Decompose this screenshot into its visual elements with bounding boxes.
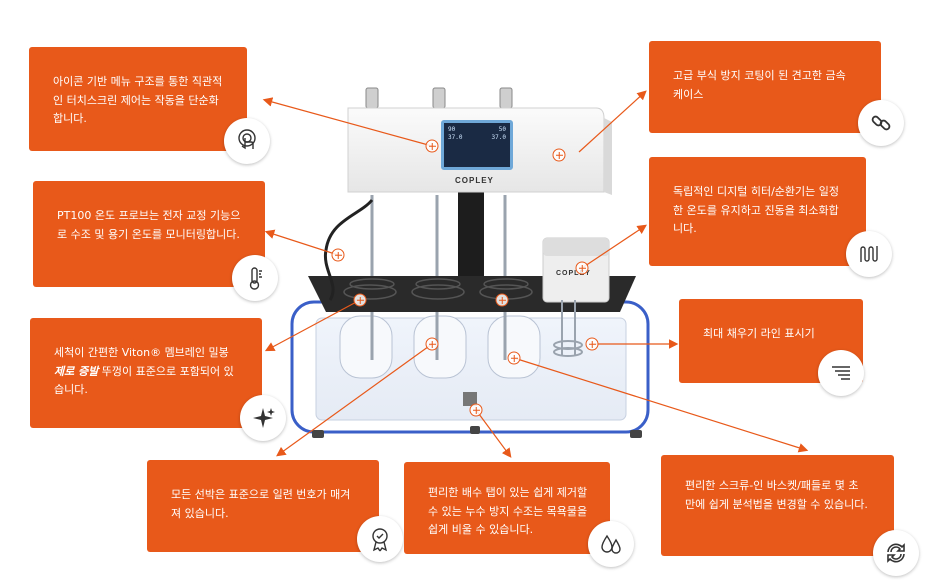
drive-column (458, 190, 484, 290)
heater-coil-icon (846, 231, 892, 277)
callout-serial: 모든 선박은 표준으로 일련 번호가 매겨져 있습니다. (147, 460, 379, 552)
hotspot-casing[interactable] (552, 148, 566, 162)
screen-value-time: 50 (498, 126, 506, 133)
hotspot-heater[interactable] (575, 261, 589, 275)
callout-membrane-text: 세척이 간편한 Viton® 멤브레인 밀봉 제로 증발 뚜껑이 표준으로 포함… (54, 344, 240, 400)
brand-logo: COPLEY (455, 176, 494, 185)
drain-tap (463, 392, 477, 406)
callout-basket-text: 편리한 스크류-인 바스켓/패들로 몇 초 만에 쉽게 분석법을 변경할 수 있… (685, 479, 868, 511)
callout-fillline-text: 최대 채우기 라인 표시기 (703, 327, 815, 340)
hotspot-drain[interactable] (469, 403, 483, 417)
chain-link-icon (858, 100, 904, 146)
water-drops-icon (588, 521, 634, 567)
callout-drain: 편리한 배수 탭이 있는 쉽게 제거할 수 있는 누수 방지 수조는 목욕물을 … (404, 462, 610, 554)
thermometer-icon (232, 255, 278, 301)
callout-membrane: 세척이 간편한 Viton® 멤브레인 밀봉 제로 증발 뚜껑이 표준으로 포함… (30, 318, 262, 428)
callout-membrane-text-b: 뚜껑이 표준으로 포함되어 있습니다. (54, 364, 234, 397)
screen-value-vessel-temp: 37.0 (491, 134, 506, 142)
callout-membrane-text-em: 제로 증발 (54, 364, 99, 378)
heater-brand-logo: COPLEY (556, 270, 591, 277)
callout-probe-text: PT100 온도 프로브는 전자 교정 기능으로 수조 및 용기 온도를 모니터… (57, 209, 241, 241)
screen-value-bath-temp: 37.0 (448, 134, 463, 142)
callout-serial-text: 모든 선박은 표준으로 일련 번호가 매겨져 있습니다. (171, 488, 351, 520)
callout-heater: 독립적인 디지털 히터/순환기는 일정한 온도를 유지하고 진동을 최소화합니다… (649, 157, 866, 266)
hotspot-membrane[interactable] (353, 293, 367, 307)
drive-head-side (604, 118, 612, 195)
fill-lines-icon (818, 350, 864, 396)
callout-touchscreen-text: 아이콘 기반 메뉴 구조를 통한 직관적인 터치스크린 제어는 작동을 단순화합… (53, 75, 223, 126)
callout-probe: PT100 온도 프로브는 전자 교정 기능으로 수조 및 용기 온도를 모니터… (33, 181, 265, 287)
callout-membrane-text-a: 세척이 간편한 Viton® 멤브레인 밀봉 (54, 346, 229, 359)
refresh-icon (873, 530, 919, 576)
callout-casing: 고급 부식 방지 코팅이 된 견고한 금속 케이스 (649, 41, 881, 133)
certificate-icon (357, 516, 403, 562)
callout-basket: 편리한 스크류-인 바스켓/패들로 몇 초 만에 쉽게 분석법을 변경할 수 있… (661, 455, 894, 556)
callout-touchscreen: 아이콘 기반 메뉴 구조를 통한 직관적인 터치스크린 제어는 작동을 단순화합… (29, 47, 247, 151)
hotspot-basket[interactable] (507, 351, 521, 365)
hotspot-fillline[interactable] (585, 337, 599, 351)
hotspot-vessel[interactable] (495, 293, 509, 307)
drive-knobs (365, 87, 513, 109)
heater-coil (553, 300, 583, 357)
callout-drain-text: 편리한 배수 탭이 있는 쉽게 제거할 수 있는 누수 방지 수조는 목욕물을 … (428, 486, 588, 537)
callout-heater-text: 독립적인 디지털 히터/순환기는 일정한 온도를 유지하고 진동을 최소화합니다… (673, 185, 839, 236)
touch-icon (224, 118, 270, 164)
touchscreen-display: 90 50 37.0 37.0 (441, 120, 513, 170)
screen-value-rpm: 90 (448, 126, 456, 133)
hotspot-touchscreen[interactable] (425, 139, 439, 153)
hotspot-serial[interactable] (425, 337, 439, 351)
sparkle-icon (240, 395, 286, 441)
hotspot-probe[interactable] (331, 248, 345, 262)
vessels (339, 315, 541, 379)
heater-top (543, 238, 609, 256)
callout-casing-text: 고급 부식 방지 코팅이 된 견고한 금속 케이스 (673, 69, 846, 101)
